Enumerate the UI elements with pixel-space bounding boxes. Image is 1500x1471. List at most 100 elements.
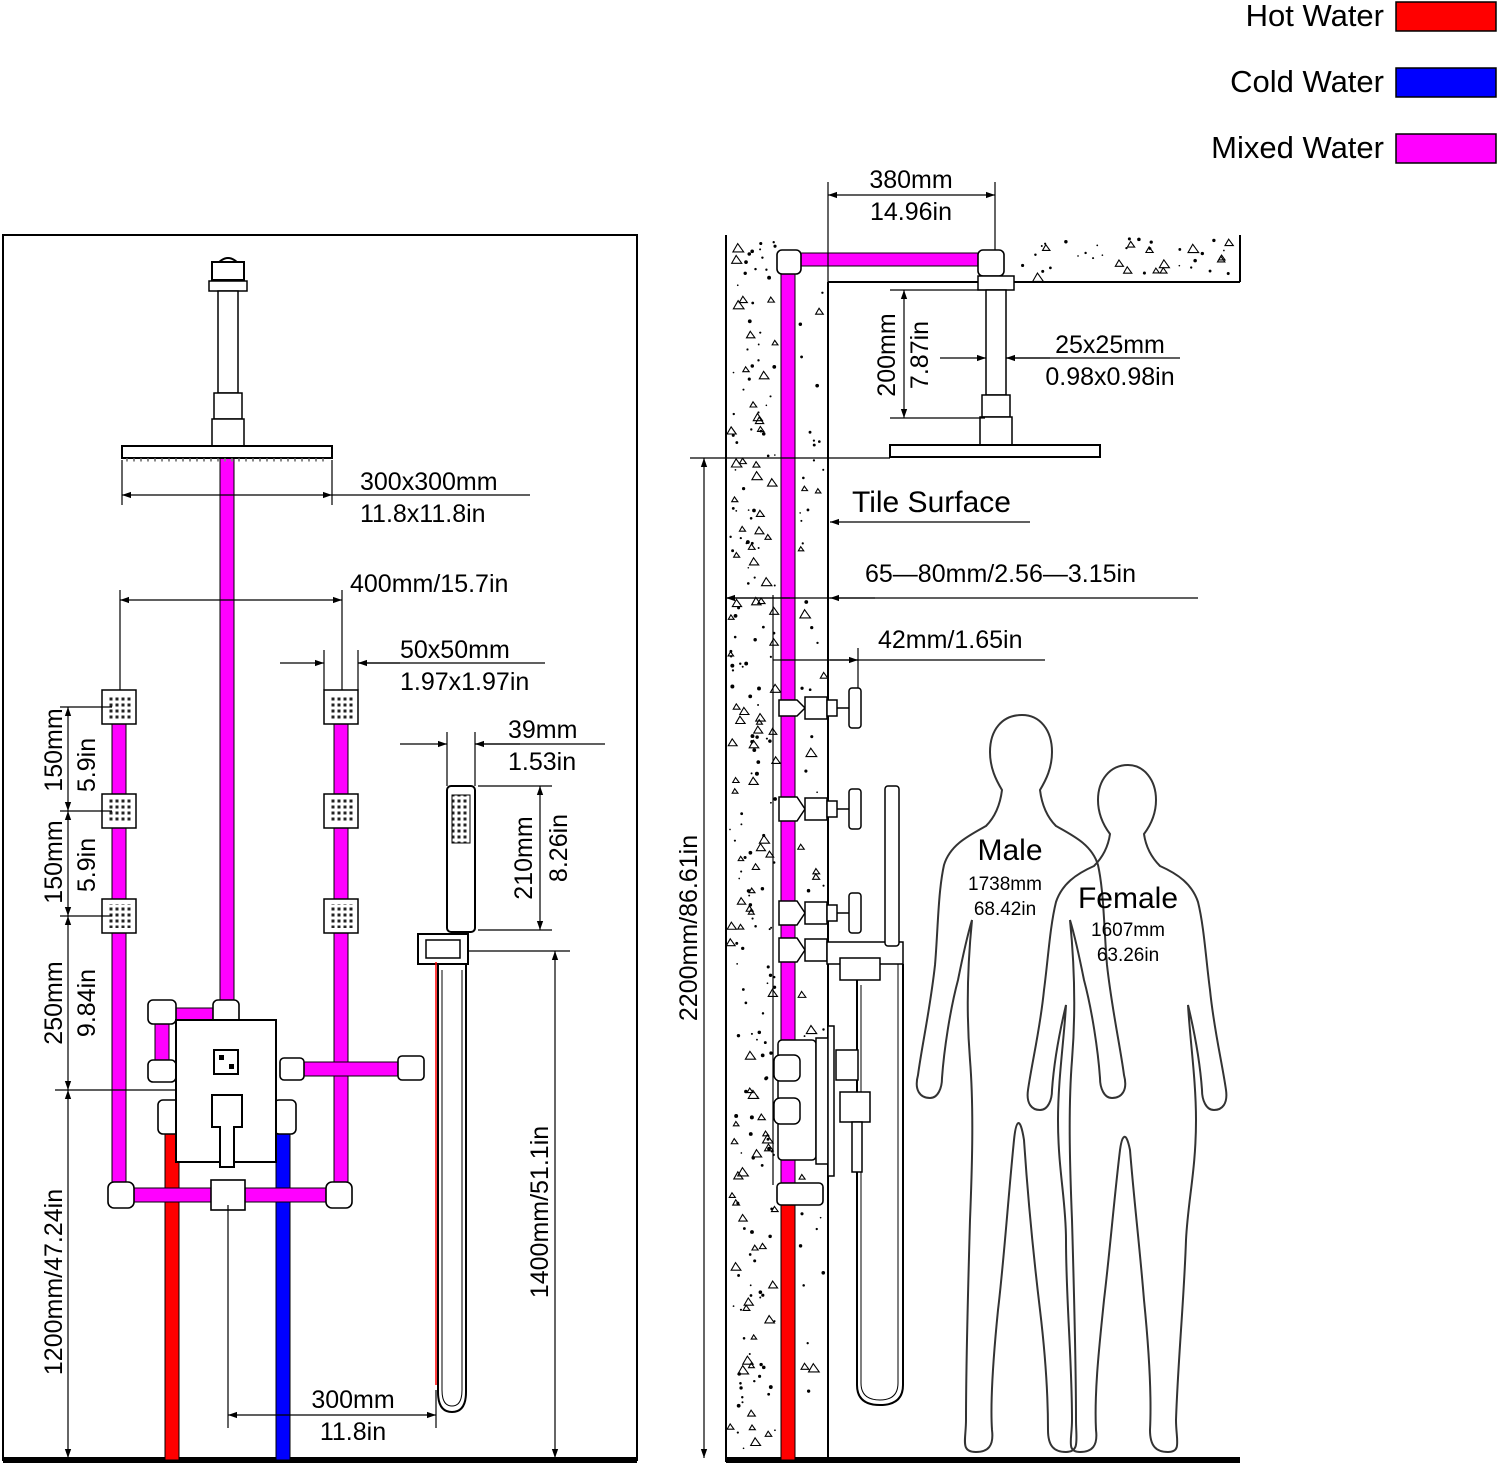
jet-size-in: 1.97x1.97in	[400, 668, 529, 696]
concrete-speckle	[733, 635, 737, 639]
concrete-speckle	[730, 684, 735, 689]
diverter-icon	[213, 1049, 239, 1075]
concrete-speckle	[764, 1076, 769, 1080]
shower-hose-inner	[441, 970, 463, 1407]
concrete-speckle	[765, 268, 768, 271]
concrete-speckle	[747, 1089, 760, 1099]
concrete-speckle	[730, 254, 743, 264]
concrete-speckle	[1223, 249, 1225, 252]
concrete-speckle	[1034, 253, 1037, 256]
concrete-speckle	[761, 1293, 765, 1297]
concrete-speckle	[732, 371, 735, 374]
arm-length-in: 14.96in	[870, 198, 952, 226]
concrete-speckle	[767, 1392, 771, 1396]
concrete-speckle	[761, 1012, 765, 1015]
concrete-speckle	[732, 412, 735, 416]
mixing-valve	[175, 1019, 277, 1168]
concrete-speckle	[737, 1213, 749, 1222]
concrete-speckle	[734, 715, 747, 725]
concrete-speckle	[750, 1333, 758, 1340]
concrete-speckle	[744, 1001, 748, 1005]
concrete-speckle	[1031, 272, 1045, 282]
concrete-speckle	[769, 1051, 773, 1055]
shower-arm	[217, 290, 239, 394]
concrete-speckle	[759, 331, 762, 334]
concrete-speckle	[1187, 243, 1200, 254]
shower-hose-side-inner	[860, 964, 899, 1401]
concrete-speckle	[739, 1386, 743, 1390]
concrete-speckle	[754, 924, 757, 928]
concrete-speckle	[774, 454, 776, 456]
concrete-speckle	[746, 1409, 757, 1417]
concrete-speckle	[748, 887, 757, 894]
body-jet-side	[778, 788, 862, 830]
concrete-speckle	[747, 566, 750, 569]
concrete-speckle	[769, 683, 782, 693]
jet-spacing-2-mm: 150mm	[40, 820, 68, 903]
concrete-speckle	[741, 1396, 744, 1399]
concrete-speckle	[806, 888, 811, 893]
arm-length-mm: 380mm	[869, 166, 952, 194]
concrete-speckle	[755, 509, 766, 518]
concrete-speckle	[1144, 245, 1155, 254]
concrete-speckle	[731, 506, 735, 510]
concrete-speckle	[756, 425, 765, 432]
head-size-mm: 300x300mm	[360, 468, 498, 496]
jet-spacing-2-in: 5.9in	[73, 838, 101, 892]
concrete-speckle	[811, 872, 821, 880]
drop-length-mm: 200mm	[873, 313, 901, 396]
wall-depth: 65—80mm/2.56—3.15in	[865, 560, 1136, 588]
concrete-speckle	[1200, 251, 1205, 256]
concrete-speckle	[748, 1132, 753, 1136]
female-figure	[1026, 763, 1228, 1454]
concrete-speckle	[815, 1227, 818, 1231]
concrete-speckle	[798, 1244, 803, 1248]
head-size-in: 11.8x11.8in	[360, 500, 486, 528]
concrete-speckle	[767, 275, 772, 280]
concrete-speckle	[746, 1087, 755, 1094]
concrete-speckle	[748, 739, 760, 749]
concrete-speckle	[771, 339, 780, 346]
concrete-speckle	[765, 404, 768, 407]
concrete-speckle	[750, 596, 763, 606]
concrete-speckle	[735, 441, 739, 444]
concrete-speckle	[731, 433, 735, 437]
concrete-speckle	[1193, 258, 1197, 263]
concrete-speckle	[740, 823, 743, 826]
concrete-speckle	[822, 1028, 825, 1031]
concrete-speckle	[750, 1032, 753, 1035]
concrete-speckle	[804, 600, 809, 604]
jet-size-mm: 50x50mm	[400, 636, 510, 664]
concrete-speckle	[748, 556, 760, 566]
male-figure	[915, 713, 1127, 1454]
concrete-speckle	[798, 608, 812, 619]
concrete-speckle	[814, 487, 822, 494]
tee-fitting	[397, 1055, 425, 1081]
concrete-speckle	[742, 1227, 746, 1230]
concrete-speckle	[810, 735, 814, 739]
body-jet-side	[778, 892, 862, 934]
concrete-speckle	[754, 416, 765, 425]
concrete-speckle	[816, 791, 818, 794]
concrete-speckle	[728, 1191, 737, 1199]
jet-spacing-1-in: 5.9in	[73, 738, 101, 792]
concrete-speckle	[736, 1201, 740, 1205]
concrete-speckle	[765, 850, 775, 858]
legend-item-mixed: Mixed Water	[1211, 130, 1497, 165]
concrete-speckle	[741, 946, 745, 950]
concrete-speckle	[1122, 265, 1133, 274]
concrete-speckle	[738, 295, 749, 304]
concrete-speckle	[744, 661, 749, 666]
jet-depth: 42mm/1.65in	[878, 626, 1023, 654]
concrete-speckle	[742, 1447, 745, 1450]
concrete-speckle	[758, 834, 771, 844]
female-label: Female	[1078, 882, 1178, 915]
concrete-speckle	[1064, 240, 1068, 244]
concrete-speckle	[759, 1296, 762, 1299]
concrete-speckle	[802, 1284, 805, 1287]
concrete-speckle	[751, 1148, 763, 1158]
concrete-speckle	[804, 769, 808, 773]
concrete-speckle	[757, 359, 760, 362]
concrete-speckle	[800, 519, 803, 522]
concrete-speckle	[758, 1290, 763, 1294]
